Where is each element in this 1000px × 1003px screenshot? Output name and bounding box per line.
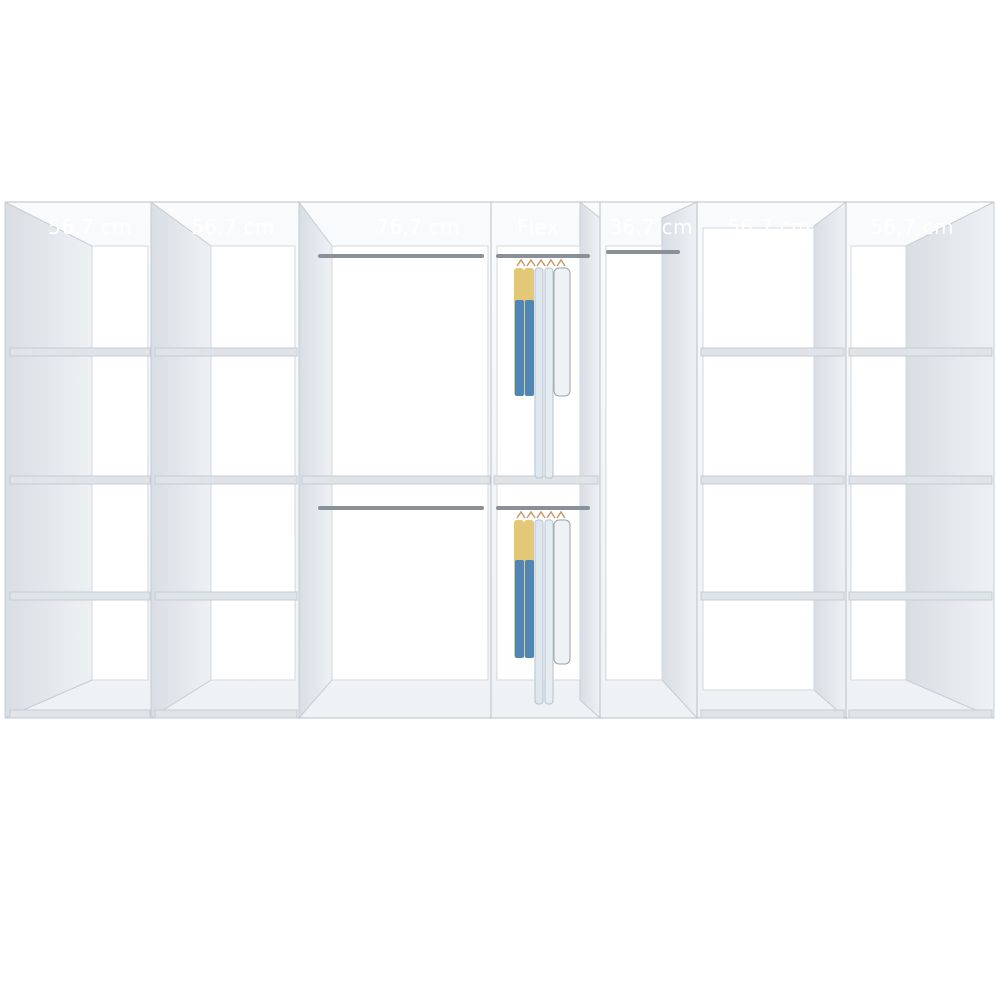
cube-unit-1	[4, 201, 152, 719]
hanging-unit-flex	[490, 200, 601, 720]
cube-unit-4	[845, 201, 995, 719]
width-label-4: Flex	[516, 215, 560, 239]
hanging-clothes-lower	[514, 510, 571, 705]
width-label-7: 56,7 cm	[870, 215, 954, 239]
cube-unit-2	[150, 201, 300, 719]
width-label-1: 56,7 cm	[48, 215, 132, 239]
hanging-unit-wide	[298, 200, 492, 720]
hanging-clothes-upper	[514, 258, 571, 479]
hanging-unit-narrow	[599, 201, 698, 720]
width-label-3: 76,7 cm	[376, 215, 460, 239]
cube-unit-3	[696, 201, 847, 720]
width-label-2: 56,7 cm	[191, 215, 275, 239]
width-label-6: 56,7 cm	[727, 215, 811, 239]
width-label-5: 36,7 cm	[609, 215, 693, 239]
